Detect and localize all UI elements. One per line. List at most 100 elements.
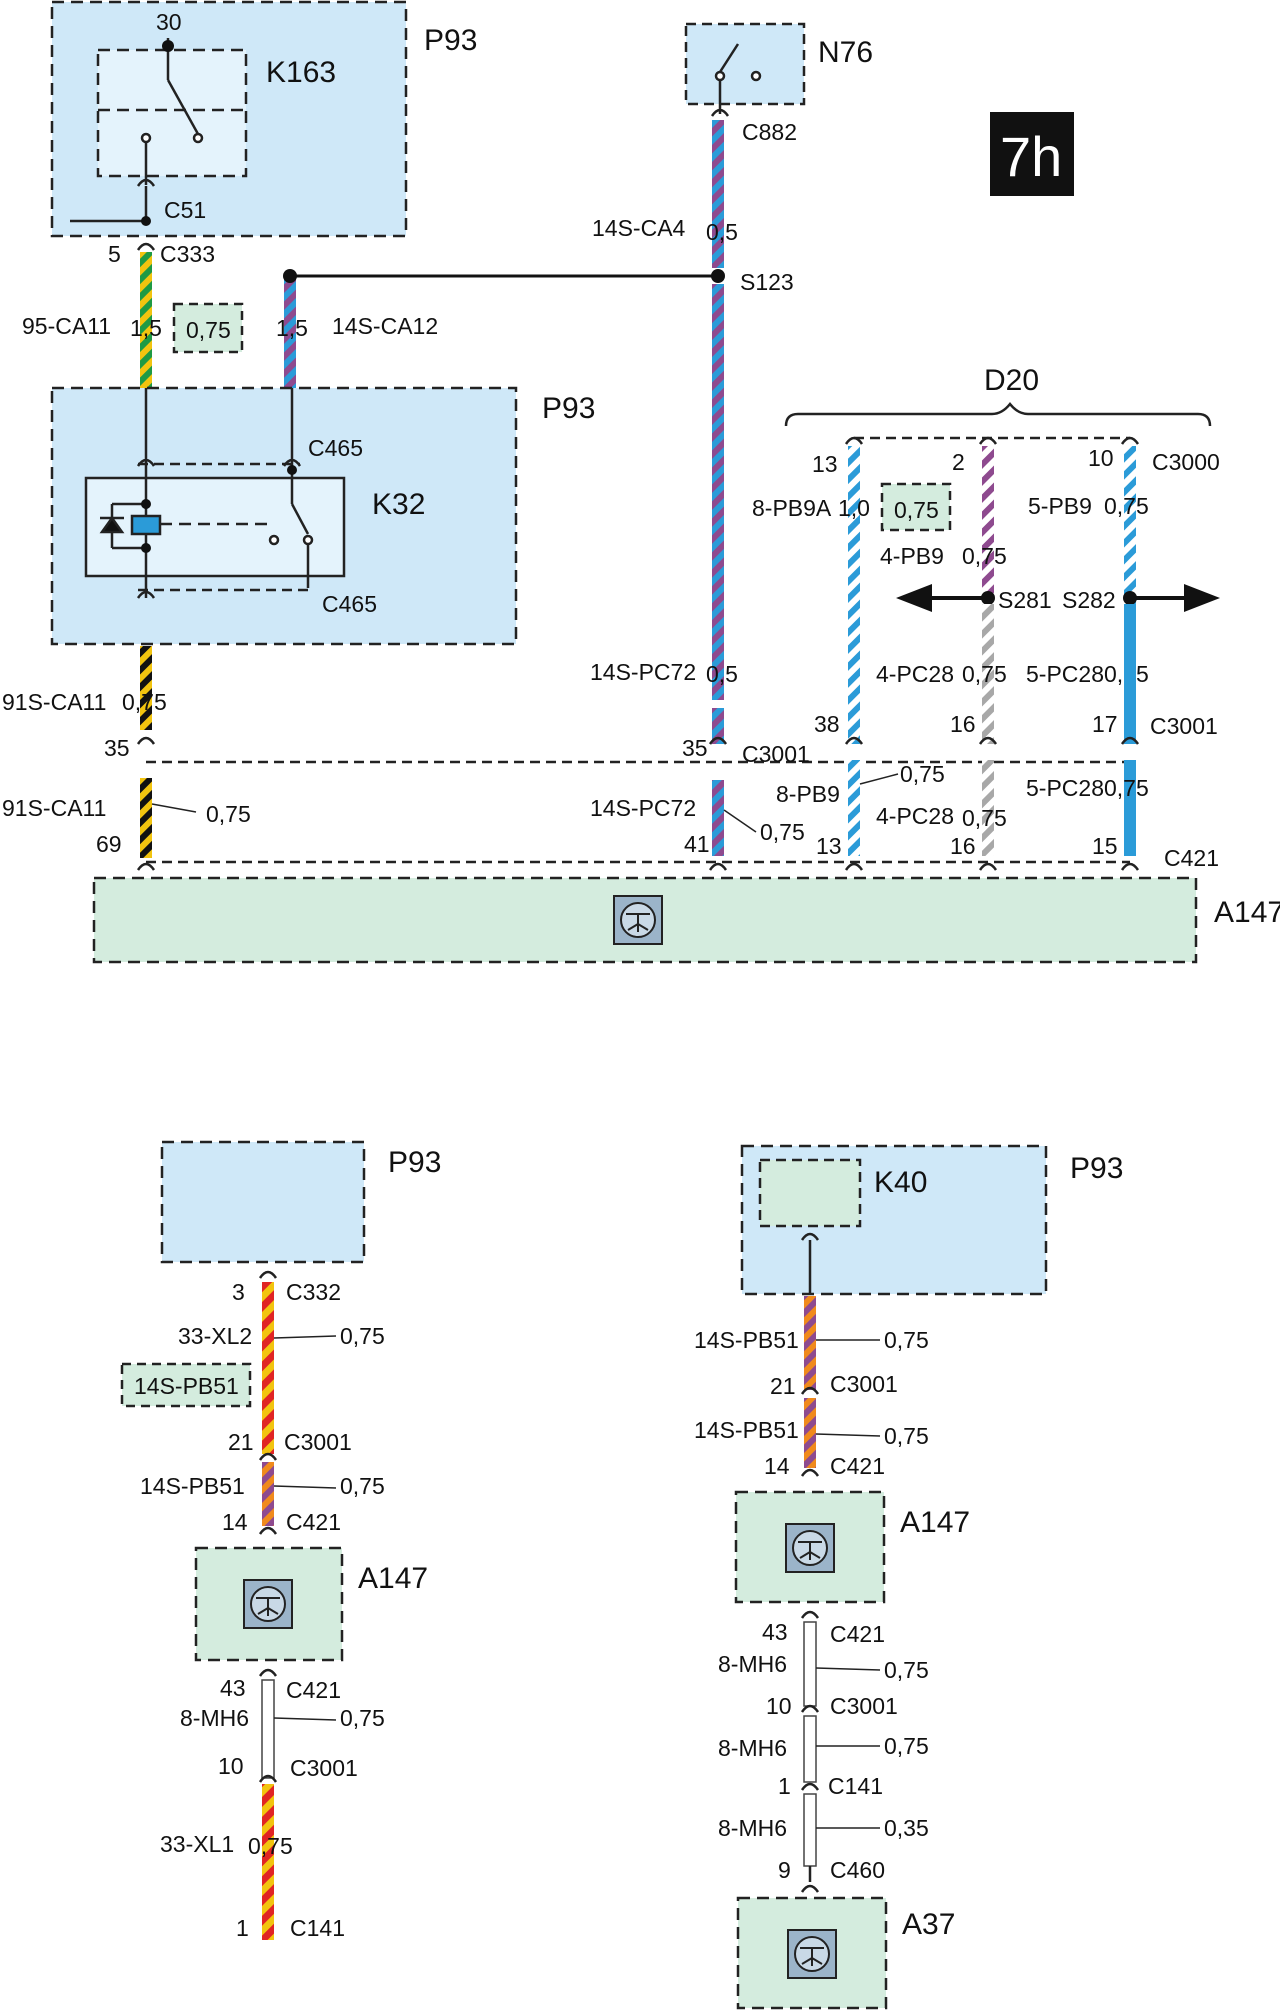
c51-label: C51 bbox=[164, 197, 206, 223]
w14ca12-label: 14S-CA12 bbox=[332, 313, 438, 339]
c421-conn-41 bbox=[708, 862, 728, 871]
bl-w33xl1-size: 0,75 bbox=[248, 1833, 293, 1859]
br-w8mh6b-size: 0,75 bbox=[884, 1733, 929, 1759]
bl-c3001a-connector bbox=[258, 1452, 278, 1461]
bl-w33xl2-leader bbox=[273, 1335, 337, 1339]
c3000-label: C3000 bbox=[1152, 449, 1220, 475]
c882-label: C882 bbox=[742, 119, 797, 145]
wire-14s-pc72-a-lower bbox=[712, 708, 724, 744]
wire-91s-ca11-b bbox=[140, 778, 152, 858]
w8pb9-size: 0,75 bbox=[900, 761, 945, 787]
c3000-conn-2 bbox=[978, 436, 998, 445]
br-w8mh6a-label: 8-MH6 bbox=[718, 1651, 787, 1677]
br-pin1-label: 1 bbox=[778, 1773, 791, 1799]
s282-label: S282 bbox=[1062, 587, 1116, 613]
wire-14s-pc72-a bbox=[712, 284, 724, 700]
bl-w33xl1-label: 33-XL1 bbox=[160, 1831, 234, 1857]
wire-95-ca11 bbox=[140, 252, 152, 388]
s282-dot bbox=[1123, 591, 1137, 605]
pin5-label: 5 bbox=[108, 241, 121, 267]
br-p93-label: P93 bbox=[1070, 1152, 1123, 1185]
w95-size: 1,5 bbox=[130, 315, 162, 341]
bl-pin10-label: 10 bbox=[218, 1753, 244, 1779]
s281-arrow bbox=[896, 584, 988, 612]
bl-c421a-connector bbox=[258, 1526, 278, 1535]
w5pb9-size: 0,75 bbox=[1104, 493, 1149, 519]
w14pc72b-label: 14S-PC72 bbox=[590, 795, 696, 821]
br-c141-connector bbox=[800, 1782, 820, 1791]
br-k40-connector bbox=[800, 1232, 820, 1241]
wire-4-pc28-b bbox=[982, 760, 994, 856]
k32-dot-2 bbox=[141, 543, 151, 553]
p93-top-label: P93 bbox=[424, 24, 477, 57]
br-w14pb51b-label: 14S-PB51 bbox=[694, 1417, 799, 1443]
page-badge-text: 7h bbox=[1000, 125, 1062, 188]
br-wire-14s-pb51-b bbox=[804, 1398, 816, 1468]
bl-wire-33-xl2 bbox=[262, 1282, 274, 1454]
pin38-label: 38 bbox=[814, 711, 840, 737]
c3001-mid-label: C3001 bbox=[742, 741, 810, 767]
br-c460-label: C460 bbox=[830, 1857, 885, 1883]
pin13-top-label: 13 bbox=[812, 451, 838, 477]
pin30-dot bbox=[162, 40, 174, 52]
c421-conn-69 bbox=[136, 862, 156, 871]
k163-switch bbox=[70, 38, 246, 225]
bl-alt-wire: 14S-PB51 bbox=[134, 1373, 239, 1399]
c3001-mid-connector bbox=[708, 736, 728, 745]
s123-left-dot bbox=[283, 269, 297, 283]
br-k40-label: K40 bbox=[874, 1166, 927, 1199]
br-pin10-label: 10 bbox=[766, 1693, 792, 1719]
w5pb9-label: 5-PB9 bbox=[1028, 493, 1092, 519]
w14pc72a-size: 0,5 bbox=[706, 661, 738, 687]
w14ca4-size: 0,5 bbox=[706, 219, 738, 245]
bl-w8mh6-label: 8-MH6 bbox=[180, 1705, 249, 1731]
br-c3001a-connector bbox=[800, 1386, 820, 1395]
alt-size-box-2 bbox=[880, 482, 952, 532]
d20-brace bbox=[784, 401, 1212, 427]
bl-p93-box bbox=[160, 1140, 366, 1264]
s282-arrow bbox=[1130, 584, 1220, 612]
c3001-conn-17 bbox=[1120, 736, 1140, 745]
br-wire-8-mh6-c bbox=[803, 1793, 817, 1867]
bl-a147-icon bbox=[243, 1579, 293, 1629]
bl-alt-wire-box bbox=[120, 1362, 252, 1408]
p93-k32-label: P93 bbox=[542, 392, 595, 425]
wire-4-pb9 bbox=[982, 446, 994, 598]
br-pin9-label: 9 bbox=[778, 1857, 791, 1883]
pin10-label: 10 bbox=[1088, 445, 1114, 471]
wire-14s-ca12 bbox=[284, 278, 296, 388]
w14pc72b-leader bbox=[723, 809, 757, 833]
br-w14pb51a-size: 0,75 bbox=[884, 1327, 929, 1353]
bl-pin3-label: 3 bbox=[232, 1279, 245, 1305]
c3000-conn-13 bbox=[844, 436, 864, 445]
w8pb9a-size: 1,0 bbox=[838, 495, 870, 521]
bl-c3001a-label: C3001 bbox=[284, 1429, 352, 1455]
wire-8-pb9 bbox=[848, 760, 860, 856]
pin41-label: 41 bbox=[684, 831, 710, 857]
bl-c421b-connector bbox=[258, 1668, 278, 1677]
s281-dot bbox=[981, 591, 995, 605]
w14pc72b-size: 0,75 bbox=[760, 819, 805, 845]
k32-label: K32 bbox=[372, 488, 425, 521]
wire-14s-ca4 bbox=[712, 120, 724, 268]
bl-c141-label: C141 bbox=[290, 1915, 345, 1941]
bl-w14pb51-leader bbox=[273, 1485, 337, 1489]
w91a-size: 0,75 bbox=[122, 689, 167, 715]
br-c421a-connector bbox=[800, 1468, 820, 1477]
br-pin43-label: 43 bbox=[762, 1619, 788, 1645]
bl-w33xl2-label: 33-XL2 bbox=[178, 1323, 252, 1349]
br-wire-8-mh6-a bbox=[803, 1621, 817, 1707]
br-w8mh6a-size: 0,75 bbox=[884, 1657, 929, 1683]
br-w14pb51b-size: 0,75 bbox=[884, 1423, 929, 1449]
br-c421b-connector bbox=[800, 1610, 820, 1619]
pin17-label: 17 bbox=[1092, 711, 1118, 737]
br-w14pb51b-leader bbox=[815, 1433, 881, 1437]
br-w8mh6c-size: 0,35 bbox=[884, 1815, 929, 1841]
w5pc28a-label: 5-PC28 bbox=[1026, 661, 1104, 687]
br-c141-label: C141 bbox=[828, 1773, 883, 1799]
br-c421b-label: C421 bbox=[830, 1621, 885, 1647]
br-wire-8-mh6-b bbox=[803, 1715, 817, 1783]
bl-c332-connector bbox=[258, 1270, 278, 1279]
wire-5-pc28-b bbox=[1124, 760, 1136, 856]
